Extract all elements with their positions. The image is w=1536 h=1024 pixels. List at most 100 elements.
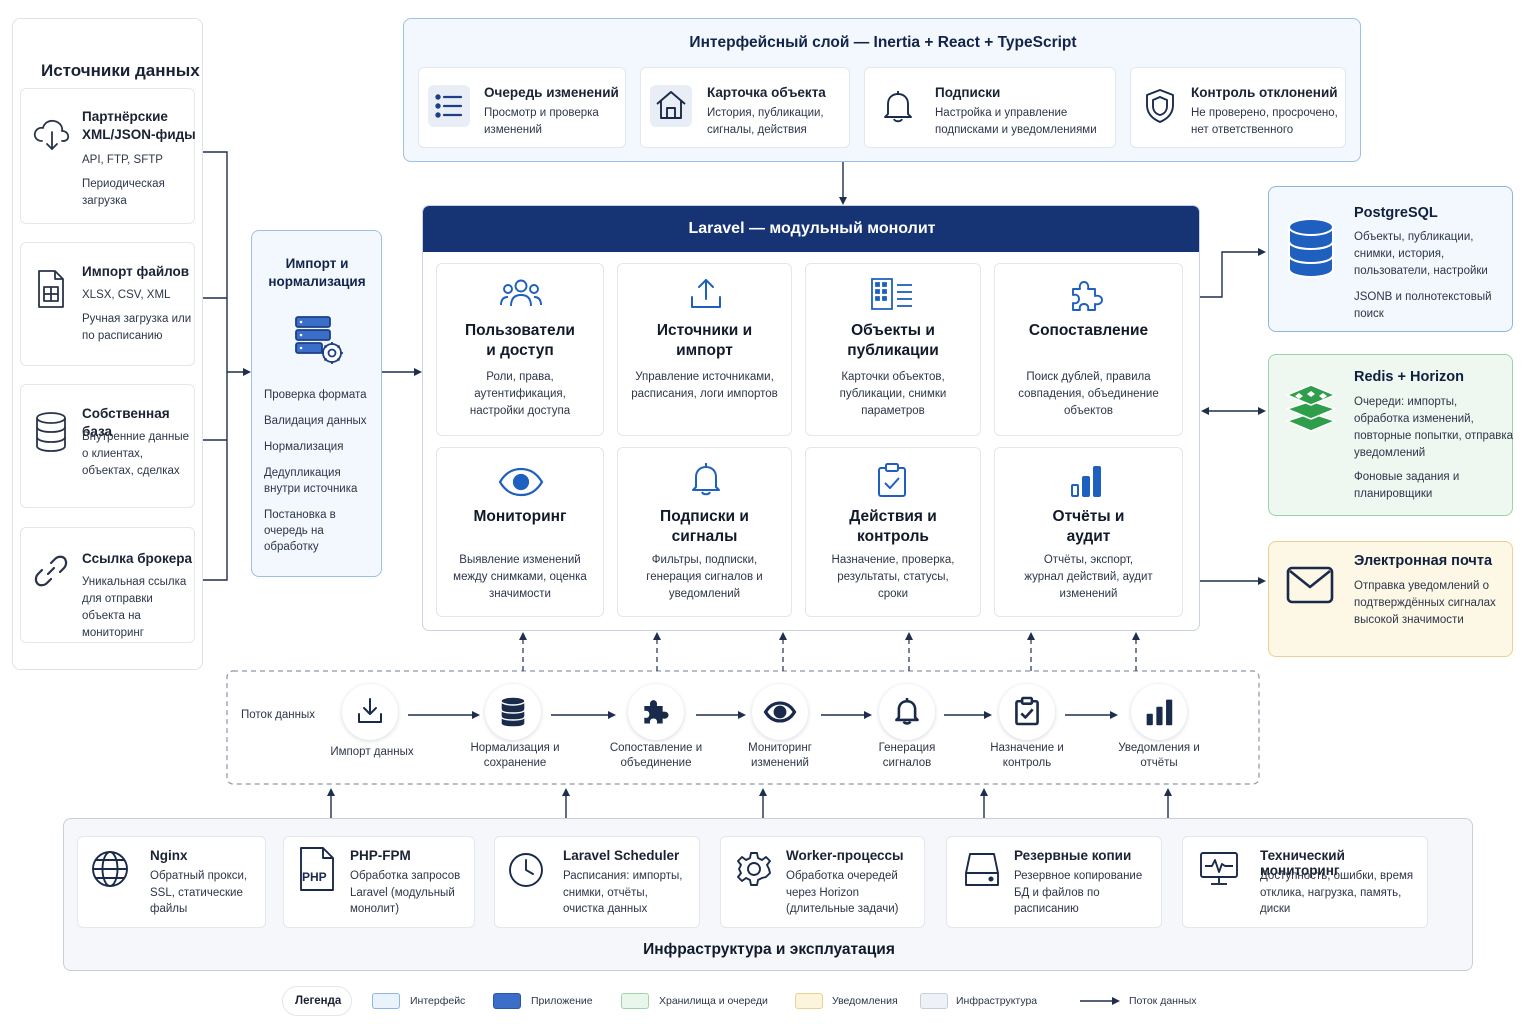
eye-icon [498, 466, 544, 498]
interface-title: Интерфейсный слой — Inertia + React + Ty… [689, 34, 1077, 51]
cloud-download-icon [32, 117, 72, 153]
legend-swatch-notifications [795, 993, 823, 1009]
storage-name: PostgreSQL [1354, 205, 1438, 221]
import-step: Нормализация [264, 441, 344, 453]
flow-step-label: Мониторинг изменений [748, 742, 812, 769]
import-title: Импорт и нормализация [268, 256, 366, 289]
infra-card-nginx[interactable]: Nginx Обратный прокси, SSL, статические … [77, 836, 266, 928]
envelope-icon [1286, 566, 1334, 604]
storage-name: Электронная почта [1354, 553, 1493, 569]
module-reports-audit[interactable]: Отчёты и аудит Отчёты, экспорт, журнал д… [994, 447, 1183, 617]
module-desc: Фильтры, подписки, генерация сигналов и … [646, 554, 763, 600]
legend-label: Уведомления [832, 995, 898, 1007]
users-icon [499, 278, 543, 312]
server-gear-icon [294, 315, 346, 367]
source-desc-extra: Периодическая загрузка [82, 178, 165, 207]
storage-desc: Отправка уведомлений о подтверждённых си… [1354, 580, 1496, 626]
storage-desc: Объекты, публикации, снимки, история, по… [1354, 231, 1488, 277]
source-name: Импорт файлов [82, 264, 190, 279]
clipboard-check-icon [876, 462, 908, 498]
import-normalization-panel: Импорт и нормализация Проверка формата В… [251, 230, 382, 577]
interface-card-object-card[interactable]: Карточка объекта История, публикации, си… [640, 67, 850, 148]
module-sources-import[interactable]: Источники и импорт Управление источникам… [617, 263, 792, 436]
infra-desc: Обработка очередей через Horizon (длител… [786, 870, 899, 915]
source-name: Собственная база [82, 406, 170, 439]
storage-name: Redis + Horizon [1354, 369, 1464, 385]
module-name: Действия и контроль [849, 508, 937, 545]
import-step: Проверка формата [264, 389, 367, 401]
module-subscriptions-signals[interactable]: Подписки и сигналы Фильтры, подписки, ге… [617, 447, 792, 617]
module-name: Мониторинг [473, 508, 567, 525]
legend-swatch-infrastructure [920, 993, 948, 1009]
import-step: Дедупликация внутри источника [264, 467, 358, 495]
flow-step-label: Уведомления и отчёты [1118, 742, 1200, 769]
puzzle-icon [644, 700, 669, 724]
infra-card-php-fpm[interactable]: PHP PHP-FPM Обработка запросов Laravel (… [283, 836, 475, 928]
module-matching[interactable]: Сопоставление Поиск дублей, правила совп… [994, 263, 1183, 436]
house-icon [655, 89, 687, 121]
layers-icon [1285, 381, 1337, 433]
infra-name: Nginx [150, 848, 188, 863]
source-card-broker-link[interactable]: Ссылка брокера Уникальная ссылка для отп… [20, 527, 195, 643]
interface-item-desc: История, публикации, сигналы, действия [707, 107, 824, 136]
storage-email[interactable]: Электронная почта Отправка уведомлений о… [1268, 541, 1513, 657]
flow-step-import [342, 684, 398, 740]
building-icon [870, 277, 914, 311]
infra-name: Worker-процессы [786, 848, 904, 863]
interface-item-name: Подписки [935, 85, 1001, 100]
infra-desc: Обработка запросов Laravel (модульный мо… [350, 870, 461, 915]
interface-card-deviation-control[interactable]: Контроль отклонений Не проверено, просро… [1130, 67, 1346, 148]
module-desc: Назначение, проверка, результаты, статус… [831, 554, 955, 600]
interface-item-desc: Просмотр и проверка изменений [484, 107, 599, 136]
infra-card-backups[interactable]: Резервные копии Резервное копирование БД… [946, 836, 1162, 928]
legend-swatch-application [493, 993, 521, 1009]
storage-desc-extra: JSONB и полнотекстовый поиск [1354, 291, 1492, 320]
source-card-file-import[interactable]: Импорт файлов XLSX, CSV, XML Ручная загр… [20, 242, 195, 366]
module-desc: Роли, права, аутентификация, настройки д… [469, 371, 571, 417]
source-card-own-database[interactable]: Собственная база Внутренние данные о кли… [20, 384, 195, 508]
infra-card-workers[interactable]: Worker-процессы Обработка очередей через… [720, 836, 925, 928]
interface-item-desc: Не проверено, просрочено, нет ответствен… [1191, 107, 1338, 136]
data-sources-title: Источники данных [41, 61, 200, 80]
infra-card-scheduler[interactable]: Laravel Scheduler Расписания: импорты, с… [494, 836, 700, 928]
module-name: Пользователи и доступ [465, 322, 575, 359]
interface-card-change-queue[interactable]: Очередь изменений Просмотр и проверка из… [418, 67, 626, 148]
flow-step-signals [879, 684, 935, 740]
source-card-partner-feeds[interactable]: Партнёрские XML/JSON-фиды API, FTP, SFTP… [20, 88, 196, 224]
infra-card-tech-monitoring[interactable]: Технический мониторинг Доступность, ошиб… [1182, 836, 1428, 928]
interface-item-name: Карточка объекта [707, 85, 826, 100]
interface-card-subscriptions[interactable]: Подписки Настройка и управление подписка… [864, 67, 1116, 148]
module-objects-publications[interactable]: Объекты и публикации Карточки объектов, … [805, 263, 981, 436]
source-desc-extra: Ручная загрузка или по расписанию [82, 313, 192, 342]
php-file-icon [296, 846, 336, 892]
bar-chart-icon [1146, 699, 1173, 726]
storage-redis-horizon[interactable]: Redis + Horizon Очереди: импорты, обрабо… [1268, 354, 1513, 516]
clock-icon [507, 851, 545, 889]
bar-chart-icon [1069, 464, 1103, 498]
module-actions-control[interactable]: Действия и контроль Назначение, проверка… [805, 447, 981, 617]
infra-desc: Резервное копирование БД и файлов по рас… [1014, 870, 1143, 915]
flow-step-label: Сопоставление и объединение [609, 742, 703, 769]
database-icon [500, 696, 526, 728]
eye-icon [763, 701, 797, 723]
puzzle-icon [1069, 277, 1105, 313]
monolith-title: Laravel — модульный монолит [423, 206, 1199, 252]
module-desc: Выявление изменений между снимками, оцен… [453, 554, 587, 600]
bell-icon [882, 89, 914, 123]
infra-name: Резервные копии [1014, 848, 1132, 863]
module-users-access[interactable]: Пользователи и доступ Роли, права, аутен… [436, 263, 604, 436]
storage-postgresql[interactable]: PostgreSQL Объекты, публикации, снимки, … [1268, 186, 1513, 332]
module-desc: Отчёты, экспорт, журнал действий, аудит … [1024, 554, 1153, 600]
infra-desc: Доступность, ошибки, время отклика, нагр… [1260, 870, 1414, 915]
module-name: Подписки и сигналы [660, 508, 749, 545]
shield-icon [1144, 88, 1176, 124]
module-desc: Поиск дублей, правила совпадения, объеди… [1018, 371, 1159, 417]
storage-desc: Очереди: импорты, обработка изменений, п… [1354, 396, 1514, 459]
php-badge: PHP [302, 870, 327, 884]
storage-desc-extra: Фоновые задания и планировщики [1354, 471, 1460, 500]
module-monitoring[interactable]: Мониторинг Выявление изменений между сни… [436, 447, 604, 617]
globe-icon [90, 851, 130, 887]
legend-label: Хранилища и очереди [659, 995, 768, 1007]
flow-step-notify [1131, 684, 1187, 740]
